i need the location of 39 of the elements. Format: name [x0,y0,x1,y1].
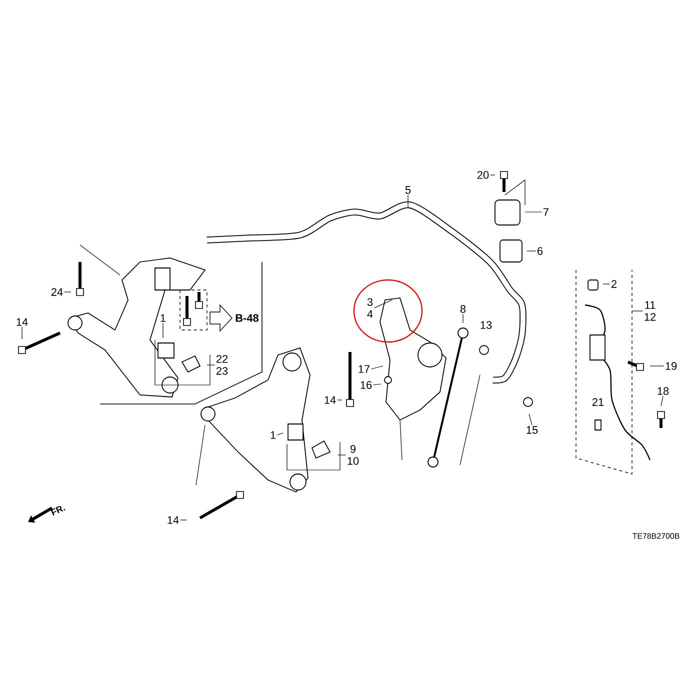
callout-number: 15 [526,426,538,434]
callout-number: 11 12 [644,301,656,321]
leader-line [206,364,216,366]
callout-number: 5 [405,186,411,194]
callout-number: 7 [544,208,548,216]
callout-number: 9 10 [348,445,359,465]
callout-number: 3 4 [367,298,373,318]
callout-number: 1 [160,314,166,322]
leader-line [373,384,382,386]
reference-label: B-48 [236,314,259,322]
callout-number: 14 [324,396,336,404]
direction-label: FR. [50,506,66,516]
leader-line [632,310,644,312]
callout-number: 1 [270,431,276,439]
callout-number: 19 [666,362,677,370]
leader-line [276,432,284,436]
leader-line [528,414,532,426]
leader-line [371,366,384,370]
leader-line [526,250,536,252]
callout-number: 22 23 [216,355,228,375]
leader-line [162,322,164,338]
leader-line [374,300,392,308]
leader-line [490,174,496,176]
leader-line [338,454,346,456]
callout-number: 13 [480,321,492,329]
callout-number: 21 [592,398,604,406]
callout-number: 14 [16,318,28,326]
leader-line [462,314,464,324]
callout-number: 8 [460,305,466,313]
callout-number: 18 [658,387,669,395]
callout-number: 20 [477,171,489,179]
leader-line [660,396,664,406]
callout-number: 2 [612,280,616,288]
callout-number: 24 [51,288,63,296]
callout-number: 17 [358,365,370,373]
callout-number: 6 [538,247,543,255]
callout-number: 16 [360,381,372,389]
group-frame [576,270,632,474]
callout-number: 14 [168,516,179,524]
